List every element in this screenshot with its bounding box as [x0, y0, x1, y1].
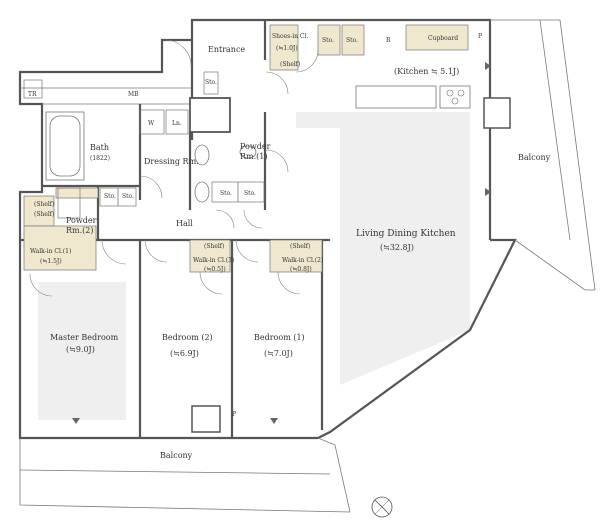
arrow-marker-icon: [72, 62, 491, 424]
shelf-label-2: (Shelf): [34, 211, 54, 218]
doors: [29, 39, 319, 297]
walk-in-closet-3-label: Walk-in Cl.(3): [193, 257, 234, 264]
shelf-label-entrance: (Shelf): [280, 61, 300, 68]
dressing-room-label: Dressing Rm.: [144, 157, 199, 166]
shoes-in-closet-area: (≒1.0J): [276, 45, 298, 52]
balcony-south: [19, 405, 351, 513]
walk-in-closet-1-label: Walk-in Cl.(1): [30, 248, 71, 255]
linen-label: Ln.: [172, 120, 182, 127]
powder-room-2-label-b: Rm.(2): [66, 226, 93, 235]
walk-in-closet-2-label: Walk-in Cl.(2): [282, 257, 323, 264]
storage-label-2: Sto.: [346, 37, 358, 44]
outer-walls: [18, 18, 517, 440]
shelf-label-4: (Shelf): [290, 243, 310, 250]
shelf-label-1: (Shelf): [34, 201, 54, 208]
bedroom-2-area: (≒6.9J): [170, 349, 199, 358]
bedroom-1-area: (≒7.0J): [264, 349, 293, 358]
refrigerator-label: R: [386, 37, 391, 44]
storage-label-3: Sto.: [205, 79, 217, 86]
living-dining-kitchen-area: (≒32.8J): [380, 243, 414, 252]
walk-in-closet-1-area: (≒1.5J): [40, 258, 62, 265]
meter-box-label: MB: [128, 91, 139, 98]
powder-room-2-label: Powder: [66, 216, 97, 225]
walk-in-closet-3-area: (≒0.5J): [204, 266, 226, 273]
entrance-label: Entrance: [208, 45, 245, 54]
bedroom-2-label: Bedroom (2): [162, 333, 213, 342]
storage-label-6: Sto.: [220, 190, 232, 197]
pipe-space-label: P: [478, 33, 482, 40]
master-bedroom-area: (≒9.0J): [66, 345, 95, 354]
cupboard-label: Cupboard: [428, 35, 458, 42]
floor-shading: [38, 112, 470, 420]
bath-label: Bath: [90, 143, 109, 152]
balcony-east: [483, 19, 596, 291]
powder-room-1-label: Powder: [240, 142, 271, 151]
storage-label-5: Sto.: [122, 193, 134, 200]
shoes-in-closet-label: Shoes-in Cl.: [272, 33, 308, 40]
walk-in-closet-2-area: (≒0.8J): [290, 266, 312, 273]
powder-room-1-label-b: Rm.(1): [240, 152, 267, 161]
room-labels: Entrance Shoes-in Cl. (≒1.0J) (Shelf) St…: [28, 33, 551, 460]
storage-label-1: Sto.: [322, 37, 334, 44]
trunk-room-label: TR: [28, 91, 37, 98]
fixtures: [23, 79, 471, 203]
washer-label: W: [148, 120, 155, 127]
bedroom-1-label: Bedroom (1): [254, 333, 305, 342]
north-compass-icon: [371, 496, 393, 518]
balcony-east-label: Balcony: [518, 153, 551, 162]
storage-label-4: Sto.: [104, 193, 116, 200]
storage-blocks: [23, 24, 469, 273]
balcony-south-label: Balcony: [160, 451, 193, 460]
hall-label: Hall: [176, 219, 193, 228]
storage-label-7: Sto.: [244, 190, 256, 197]
bath-size: (1822): [90, 155, 110, 162]
living-dining-kitchen-label: Living Dining Kitchen: [356, 229, 456, 239]
shelf-label-3: (Shelf): [204, 243, 224, 250]
pipe-space-label-south: P: [232, 411, 236, 418]
kitchen-label: (Kitchen ≒ 5.1J): [394, 67, 459, 76]
master-bedroom-label: Master Bedroom: [50, 333, 119, 342]
